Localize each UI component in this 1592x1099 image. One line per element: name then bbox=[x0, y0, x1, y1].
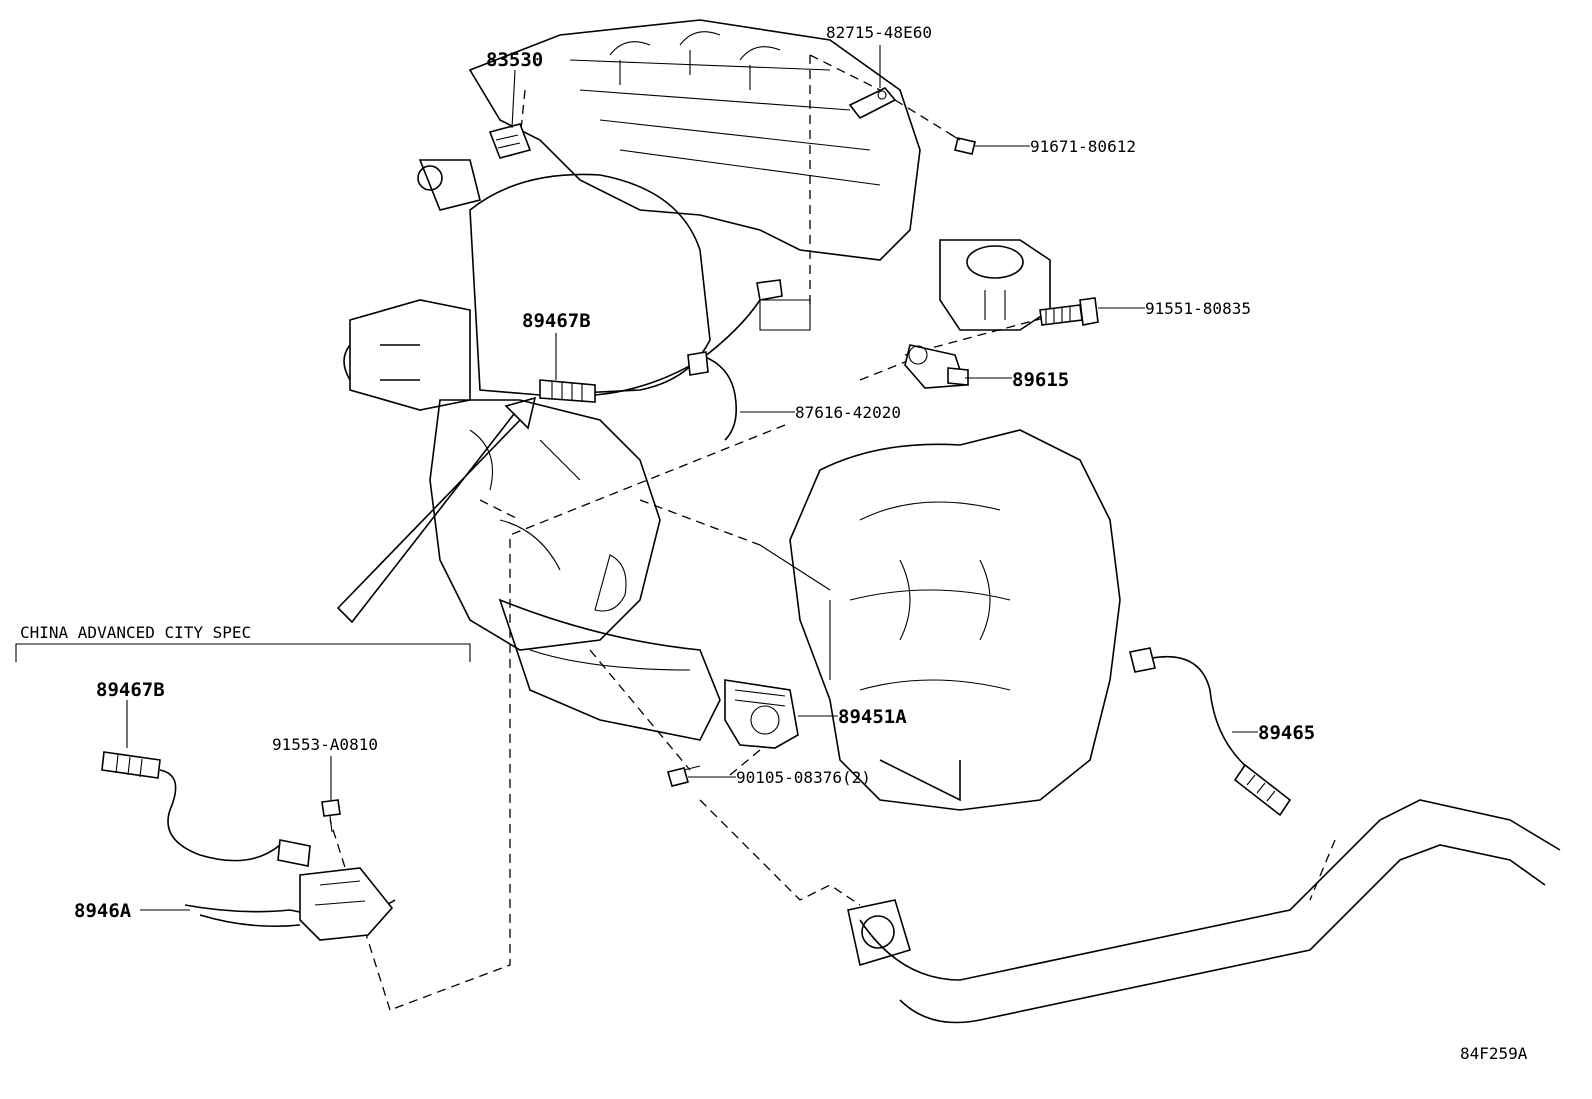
bolt-91671-80612[interactable] bbox=[949, 133, 976, 155]
oxygen-sensor-89465[interactable] bbox=[1129, 647, 1292, 817]
label-90105-08376: 90105-08376(2) bbox=[736, 768, 871, 787]
engine-assembly bbox=[336, 19, 1121, 811]
inset-title: CHINA ADVANCED CITY SPEC bbox=[20, 623, 251, 642]
oil-pressure-switch-83530[interactable] bbox=[488, 123, 532, 159]
wire-bracket-82715-48E60[interactable] bbox=[848, 87, 897, 120]
dashed-leaders bbox=[329, 54, 1336, 1011]
inset-af-sensor-89467B[interactable] bbox=[101, 751, 311, 867]
knock-sensor-89615[interactable] bbox=[904, 344, 969, 389]
label-89615: 89615 bbox=[1012, 369, 1069, 391]
label-87616-42020: 87616-42020 bbox=[795, 403, 901, 422]
inset-label-8946A: 8946A bbox=[74, 900, 132, 922]
inset-label-89467B: 89467B bbox=[96, 679, 165, 701]
label-82715-48E60: 82715-48E60 bbox=[826, 23, 932, 42]
callout-labels: 83530 82715-48E60 91671-80612 91551-8083… bbox=[20, 23, 1528, 1063]
bolt-91551-80835[interactable] bbox=[1039, 297, 1099, 326]
figure-code: 84F259A bbox=[1460, 1044, 1528, 1063]
inset-china-advanced-city-spec bbox=[15, 643, 471, 941]
label-91671-80612: 91671-80612 bbox=[1030, 137, 1136, 156]
wire-clamp-87616-42020[interactable] bbox=[687, 351, 738, 441]
inset-bolt-91553-A0810[interactable] bbox=[321, 799, 341, 833]
bolt-90105-08376[interactable] bbox=[667, 765, 701, 787]
inset-label-91553-A0810: 91553-A0810 bbox=[272, 735, 378, 754]
label-89465: 89465 bbox=[1258, 722, 1315, 744]
cam-position-sensor-89451A[interactable] bbox=[724, 679, 799, 749]
label-83530: 83530 bbox=[486, 49, 543, 71]
label-91551-80835: 91551-80835 bbox=[1145, 299, 1251, 318]
inset-bracket-8946A[interactable] bbox=[184, 867, 396, 941]
callout-leaders bbox=[126, 45, 1258, 911]
exhaust-pipe bbox=[847, 799, 1561, 1024]
label-89467B: 89467B bbox=[522, 310, 591, 332]
label-89451A: 89451A bbox=[838, 706, 907, 728]
